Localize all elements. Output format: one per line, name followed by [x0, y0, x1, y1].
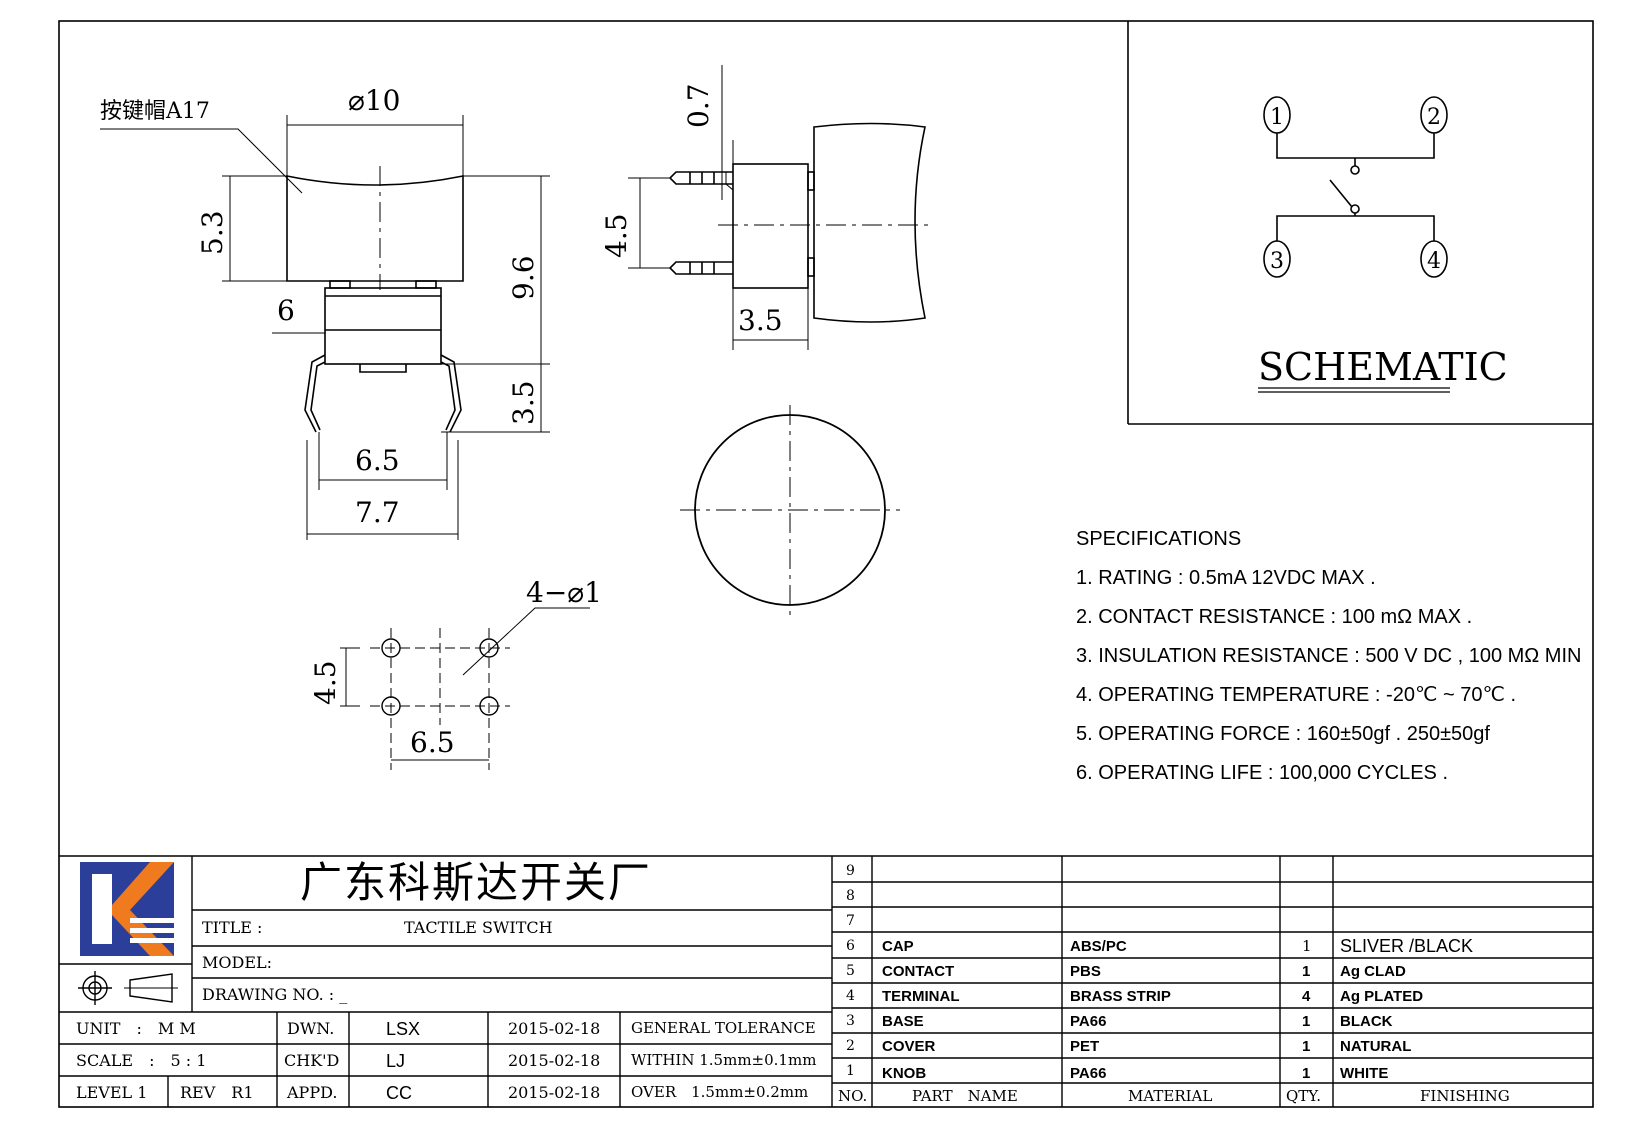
bom-material: PA66	[1070, 1065, 1107, 1082]
bom-qty: 1	[1302, 1013, 1311, 1030]
bom-header-qty: QTY.	[1286, 1087, 1322, 1105]
bom-part: CAP	[882, 938, 914, 955]
chk-name: LJ	[386, 1051, 406, 1071]
bom-header-part: PART NAME	[912, 1087, 1018, 1105]
bom-material: PA66	[1070, 1013, 1107, 1030]
dim-cap-height: 5.3	[196, 210, 229, 255]
bom-qty: 4	[1302, 988, 1311, 1005]
bom-no: 1	[846, 1063, 855, 1079]
bom-finishing: BLACK	[1340, 1013, 1393, 1030]
dim-lead-length: 3.5	[507, 380, 540, 425]
bom-row-no: 7	[846, 913, 855, 929]
bom-material: PBS	[1070, 963, 1101, 980]
bom-part: KNOB	[882, 1065, 927, 1082]
title-value: TACTILE SWITCH	[404, 918, 553, 937]
spec-operating-temperature: 4. OPERATING TEMPERATURE : -20℃ ~ 70℃ .	[1076, 684, 1517, 706]
bom-finishing: Ag PLATED	[1340, 988, 1424, 1005]
specifications-heading: SPECIFICATIONS	[1076, 528, 1242, 550]
bom-row-no: 8	[846, 888, 855, 904]
front-view	[100, 115, 550, 540]
spec-insulation-resistance: 3. INSULATION RESISTANCE : 500 V DC , 10…	[1076, 645, 1582, 667]
dwn-date: 2015-02-18	[508, 1019, 601, 1038]
cap-label: 按键帽A17	[100, 99, 210, 124]
sheet-border	[58, 20, 1594, 1108]
spec-contact-resistance: 2. CONTACT RESISTANCE : 100 mΩ MAX .	[1076, 606, 1473, 628]
level-label: LEVEL 1	[76, 1083, 148, 1102]
bom-material: BRASS STRIP	[1070, 988, 1171, 1005]
chk-date: 2015-02-18	[508, 1051, 601, 1070]
bom-qty: 1	[1302, 1038, 1311, 1055]
tolerance-over: OVER 1.5mm±0.2mm	[631, 1083, 809, 1101]
pin-2-label: 2	[1427, 105, 1441, 130]
dim-hole-h: 6.5	[410, 726, 455, 759]
dim-cap-diameter: ⌀10	[348, 84, 401, 117]
dwn-name: LSX	[386, 1019, 421, 1039]
appd-date: 2015-02-18	[508, 1083, 601, 1102]
pin-1-label: 1	[1270, 105, 1284, 130]
bom-header-no: NO.	[838, 1087, 868, 1105]
rev-label: REV R1	[180, 1083, 254, 1102]
bom-part: BASE	[882, 1013, 924, 1030]
bom-qty: 1	[1302, 1065, 1311, 1082]
bom-part: COVER	[882, 1038, 936, 1055]
bom-finishing: WHITE	[1340, 1065, 1389, 1082]
bom-part: TERMINAL	[882, 988, 960, 1005]
title-block-grid	[59, 855, 1593, 1107]
dim-side-span: 4.5	[600, 213, 633, 258]
projection-symbol-icon	[78, 971, 178, 1005]
model-label: MODEL:	[202, 953, 273, 972]
bom-qty: 1	[1302, 963, 1311, 980]
drawing-no-label: DRAWING NO. : _	[202, 985, 348, 1004]
bom-no: 5	[846, 963, 855, 979]
bom-material: ABS/PC	[1070, 938, 1127, 955]
spec-operating-force: 5. OPERATING FORCE : 160±50gf . 250±50gf	[1076, 723, 1490, 745]
dim-side-depth: 3.5	[738, 304, 783, 337]
unit-label: UNIT : M M	[76, 1019, 196, 1038]
bom-finishing: Ag CLAD	[1340, 963, 1406, 980]
pin-4-label: 4	[1427, 249, 1441, 274]
chk-label: CHK'D	[284, 1051, 340, 1070]
specifications: SPECIFICATIONS 1. RATING : 0.5mA 12VDC M…	[1076, 520, 1581, 793]
dim-side-top: 0.7	[682, 83, 715, 128]
tolerance-within: WITHIN 1.5mm±0.1mm	[631, 1051, 817, 1069]
spec-operating-life: 6. OPERATING LIFE : 100,000 CYCLES .	[1076, 762, 1449, 784]
spec-rating: 1. RATING : 0.5mA 12VDC MAX .	[1076, 567, 1376, 589]
dim-overall-height: 9.6	[507, 255, 540, 300]
bom-row-no: 9	[846, 863, 855, 879]
bom-finishing: SLIVER /BLACK	[1340, 936, 1474, 956]
schematic-title: SCHEMATIC	[1258, 345, 1508, 389]
bom-no: 6	[846, 938, 855, 954]
pin-3-label: 3	[1270, 249, 1284, 274]
schematic	[1258, 96, 1450, 393]
bom-header-material: MATERIAL	[1128, 1087, 1213, 1105]
bom-no: 3	[846, 1013, 855, 1029]
dim-lead-span: 6.5	[355, 444, 400, 477]
appd-label: APPD.	[287, 1083, 338, 1102]
bom-finishing: NATURAL	[1340, 1038, 1412, 1055]
bom-no: 4	[846, 988, 855, 1004]
bom-qty: 1	[1302, 937, 1312, 955]
scale-label: SCALE : 5 : 1	[76, 1051, 207, 1070]
company-logo	[80, 862, 174, 956]
bom-material: PET	[1070, 1038, 1100, 1055]
side-view	[628, 65, 930, 350]
appd-name: CC	[386, 1083, 412, 1103]
title-label: TITLE :	[202, 918, 263, 937]
dim-hole-spec: 4−⌀1	[526, 576, 602, 609]
pcb-layout	[340, 607, 590, 770]
top-view	[680, 405, 900, 615]
company-name: 广东科斯达开关厂	[300, 858, 653, 907]
bom-no: 2	[846, 1038, 855, 1054]
tolerance-heading: GENERAL TOLERANCE	[631, 1019, 816, 1037]
dim-outer-span: 7.7	[355, 496, 400, 529]
dim-body-width: 6	[277, 294, 295, 327]
bom-header-finishing: FINISHING	[1420, 1087, 1510, 1105]
dwn-label: DWN.	[287, 1019, 335, 1038]
bom-part: CONTACT	[882, 963, 955, 980]
dim-hole-v: 4.5	[309, 660, 342, 705]
